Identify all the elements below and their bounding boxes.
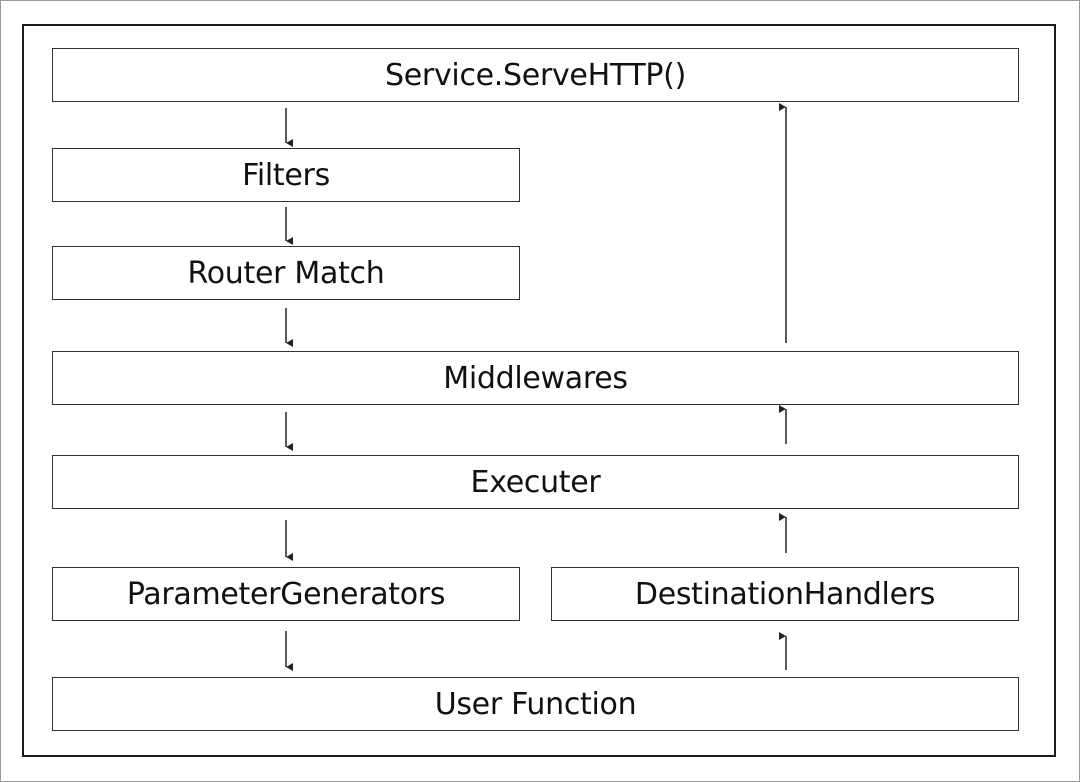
node-executer-label: Executer [470, 464, 601, 500]
node-destination-handlers: DestinationHandlers [551, 567, 1019, 621]
node-serve-http-label: Service.ServeHTTP() [385, 57, 686, 93]
node-middlewares: Middlewares [52, 351, 1019, 405]
node-filters: Filters [52, 148, 520, 202]
node-filters-label: Filters [242, 157, 330, 193]
node-router-match: Router Match [52, 246, 520, 300]
node-user-function: User Function [52, 677, 1019, 731]
node-serve-http: Service.ServeHTTP() [52, 48, 1019, 102]
node-user-function-label: User Function [434, 686, 637, 722]
node-router-match-label: Router Match [187, 255, 385, 291]
diagram-frame [22, 24, 1056, 757]
node-parameter-generators: ParameterGenerators [52, 567, 520, 621]
node-destination-handlers-label: DestinationHandlers [634, 576, 936, 612]
node-parameter-generators-label: ParameterGenerators [126, 576, 446, 612]
node-middlewares-label: Middlewares [443, 360, 628, 396]
node-executer: Executer [52, 455, 1019, 509]
